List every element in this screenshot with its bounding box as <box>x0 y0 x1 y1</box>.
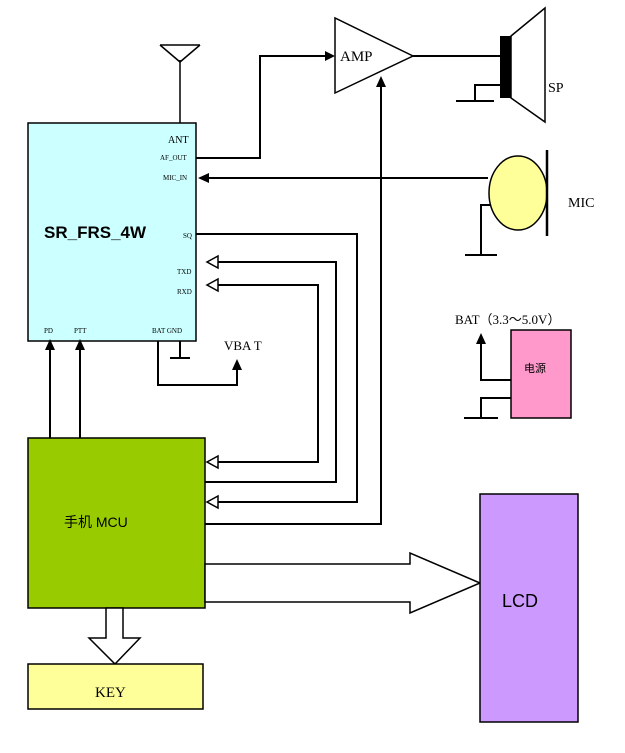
antenna-icon <box>159 44 201 123</box>
power-label: 电源 <box>524 361 546 375</box>
pin-ptt: PTT <box>74 327 87 335</box>
microphone-icon <box>488 150 549 236</box>
module-name: SR_FRS_4W <box>44 223 147 242</box>
mcu-to-key-arrow <box>87 607 142 666</box>
pin-af-out: AF_OUT <box>160 154 188 162</box>
amplifier-icon <box>334 16 415 95</box>
power-supply-box <box>510 329 572 419</box>
amp-label: AMP <box>340 49 373 65</box>
key-box <box>27 663 204 710</box>
pin-bat-gnd: BAT GND <box>152 327 182 335</box>
ground-icon <box>464 397 511 419</box>
ground-icon <box>170 341 190 359</box>
pin-sq: SQ <box>183 232 192 240</box>
lcd-label: LCD <box>502 591 538 611</box>
pin-pd: PD <box>44 327 53 335</box>
rf-module-box <box>27 122 197 342</box>
ground-icon <box>456 84 500 102</box>
pin-mic-in: MIC_IN <box>163 174 187 182</box>
lcd-box <box>479 493 579 723</box>
speaker-label: SP <box>548 81 564 96</box>
key-label: KEY <box>95 685 126 701</box>
mic-label: MIC <box>568 196 594 211</box>
pin-rxd: RXD <box>177 288 192 296</box>
mcu-box <box>27 437 206 609</box>
mcu-label: 手机 MCU <box>64 514 128 530</box>
vbat-label: VBA T <box>224 338 262 353</box>
ground-icon <box>465 204 497 256</box>
speaker-icon <box>500 6 546 124</box>
pin-ant: ANT <box>168 135 189 146</box>
mcu-to-lcd-arrow <box>204 551 482 615</box>
pin-txd: TXD <box>177 268 191 276</box>
bat-label: BAT（3.3～5.0V） <box>455 312 560 327</box>
